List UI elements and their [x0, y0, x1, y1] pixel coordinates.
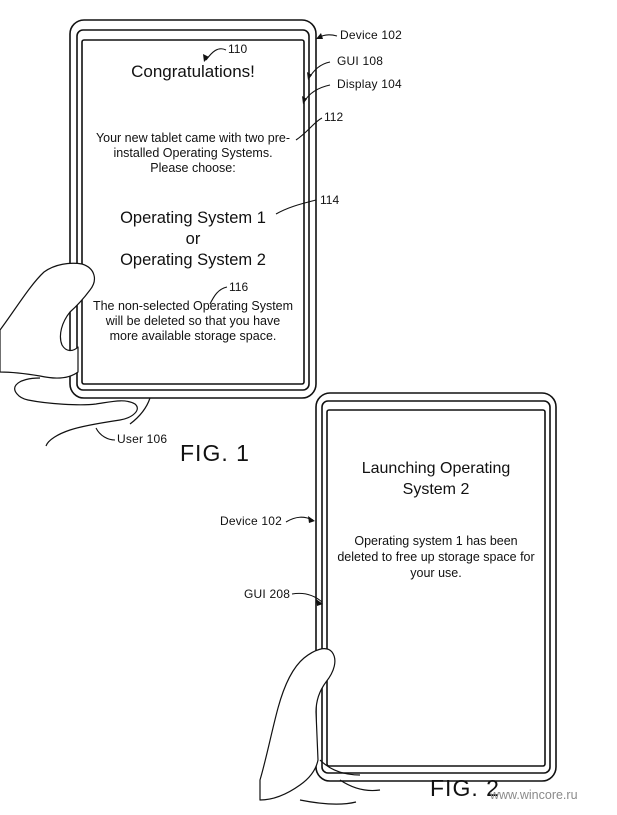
- fig1-caption: FIG. 1: [180, 440, 250, 466]
- fig1-hand-left: [0, 262, 96, 379]
- ref-114: 114: [320, 193, 340, 207]
- arrowhead-display104: [302, 96, 307, 104]
- fig1-warning-line-3: more available storage space.: [109, 329, 277, 343]
- fig1-device-inner: [76, 29, 310, 391]
- leader-display104: [303, 84, 331, 103]
- arrowhead-110: [203, 54, 209, 62]
- fig1-title: Congratulations!: [131, 62, 255, 81]
- label-user-106: User 106: [117, 432, 168, 446]
- arrowhead-gui108: [307, 72, 312, 80]
- fig2-caption: FIG. 2: [430, 775, 500, 801]
- fig2-message-line-3: your use.: [410, 566, 462, 580]
- label-display-104: Display 104: [337, 77, 402, 91]
- fig1-warning-line-2: will be deleted so that you have: [105, 314, 281, 328]
- leader-114: [275, 199, 317, 215]
- option-os-2[interactable]: Operating System 2: [120, 251, 266, 269]
- fig1-message-line-3: Please choose:: [150, 161, 236, 175]
- fig2-hand-left: [259, 648, 336, 801]
- fig1-message-line-2: installed Operating Systems.: [113, 146, 273, 160]
- fig1-device-outer: [69, 19, 317, 399]
- leader-gui208: [291, 592, 323, 603]
- fig1-display: [81, 39, 305, 385]
- fig2-title-line-2: System 2: [402, 481, 470, 498]
- label-device-102-fig2: Device 102: [220, 514, 283, 528]
- leader-user106: [95, 427, 116, 441]
- arrowhead-device-fig1: [316, 33, 323, 39]
- fig1-warning-line-1: The non-selected Operating System: [92, 299, 294, 313]
- ref-116: 116: [229, 280, 249, 294]
- arrowhead-device-fig2: [308, 516, 315, 523]
- fig2-hand-bottom: [299, 759, 381, 805]
- leader-112: [295, 117, 323, 141]
- fig1-hand-bottom: [14, 377, 151, 447]
- fig2-device-inner: [321, 400, 551, 774]
- fig2-message-line-2: deleted to free up storage space for: [337, 550, 535, 564]
- fig2-title-line-1: Launching Operating: [361, 460, 511, 477]
- leader-116: [209, 286, 228, 305]
- watermark: www.wincore.ru: [490, 788, 578, 802]
- label-gui-208: GUI 208: [244, 587, 291, 601]
- option-separator: or: [185, 230, 201, 248]
- ref-112: 112: [324, 110, 344, 124]
- fig2-message-line-1: Operating system 1 has been: [354, 534, 518, 548]
- fig1-message-line-1: Your new tablet came with two pre-: [95, 131, 291, 145]
- leader-gui108: [308, 61, 331, 79]
- fig2-device-outer: [315, 392, 557, 782]
- label-device-102-fig1: Device 102: [340, 28, 403, 42]
- ref-110: 110: [228, 42, 248, 56]
- option-os-1[interactable]: Operating System 1: [120, 209, 266, 227]
- arrowhead-gui208: [316, 599, 323, 606]
- label-gui-108: GUI 108: [337, 54, 384, 68]
- leader-110: [205, 48, 227, 61]
- fig2-display: [326, 409, 546, 767]
